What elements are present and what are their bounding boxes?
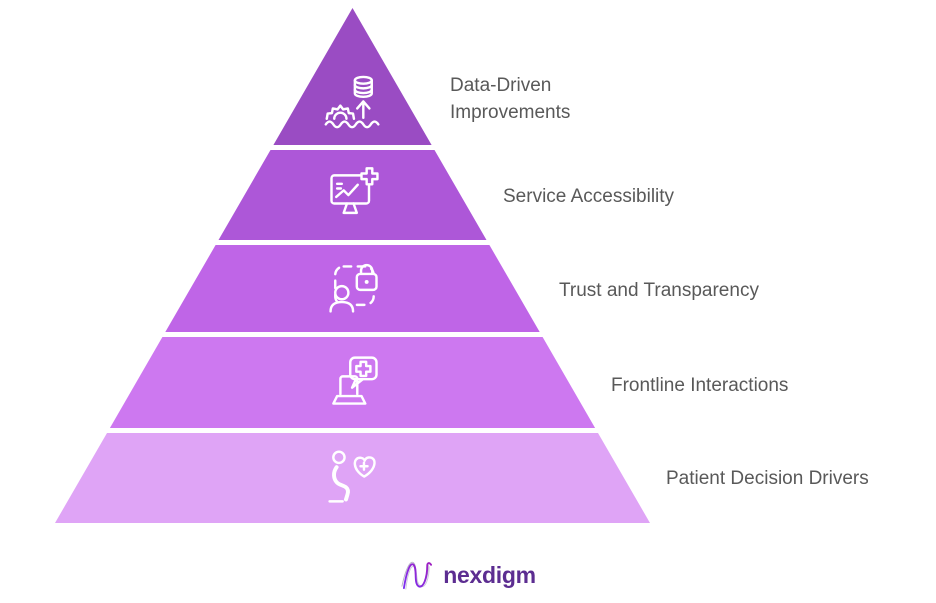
brand-name: nexdigm bbox=[443, 562, 536, 588]
laptop-medical-chat-icon bbox=[324, 352, 384, 412]
level-5-label: Patient Decision Drivers bbox=[666, 468, 869, 489]
nexdigm-logo-icon bbox=[401, 561, 433, 590]
level-3-label: Trust and Transparency bbox=[559, 280, 759, 301]
pyramid-level-2 bbox=[218, 150, 487, 240]
patient-heart-care-icon bbox=[323, 447, 383, 507]
pyramid-level-5 bbox=[55, 433, 650, 523]
level-2-label: Service Accessibility bbox=[503, 186, 675, 207]
level-1-label: Data-Driven Improvements bbox=[450, 75, 571, 123]
monitor-health-chart-icon bbox=[324, 166, 384, 226]
brand-logo: nexdigm bbox=[0, 558, 936, 593]
gear-database-arrow-icon bbox=[323, 70, 383, 130]
user-privacy-lock-icon bbox=[324, 258, 384, 318]
pyramid-level-4 bbox=[109, 337, 596, 428]
level-4-label: Frontline Interactions bbox=[611, 375, 789, 396]
pyramid-level-3 bbox=[165, 245, 540, 332]
